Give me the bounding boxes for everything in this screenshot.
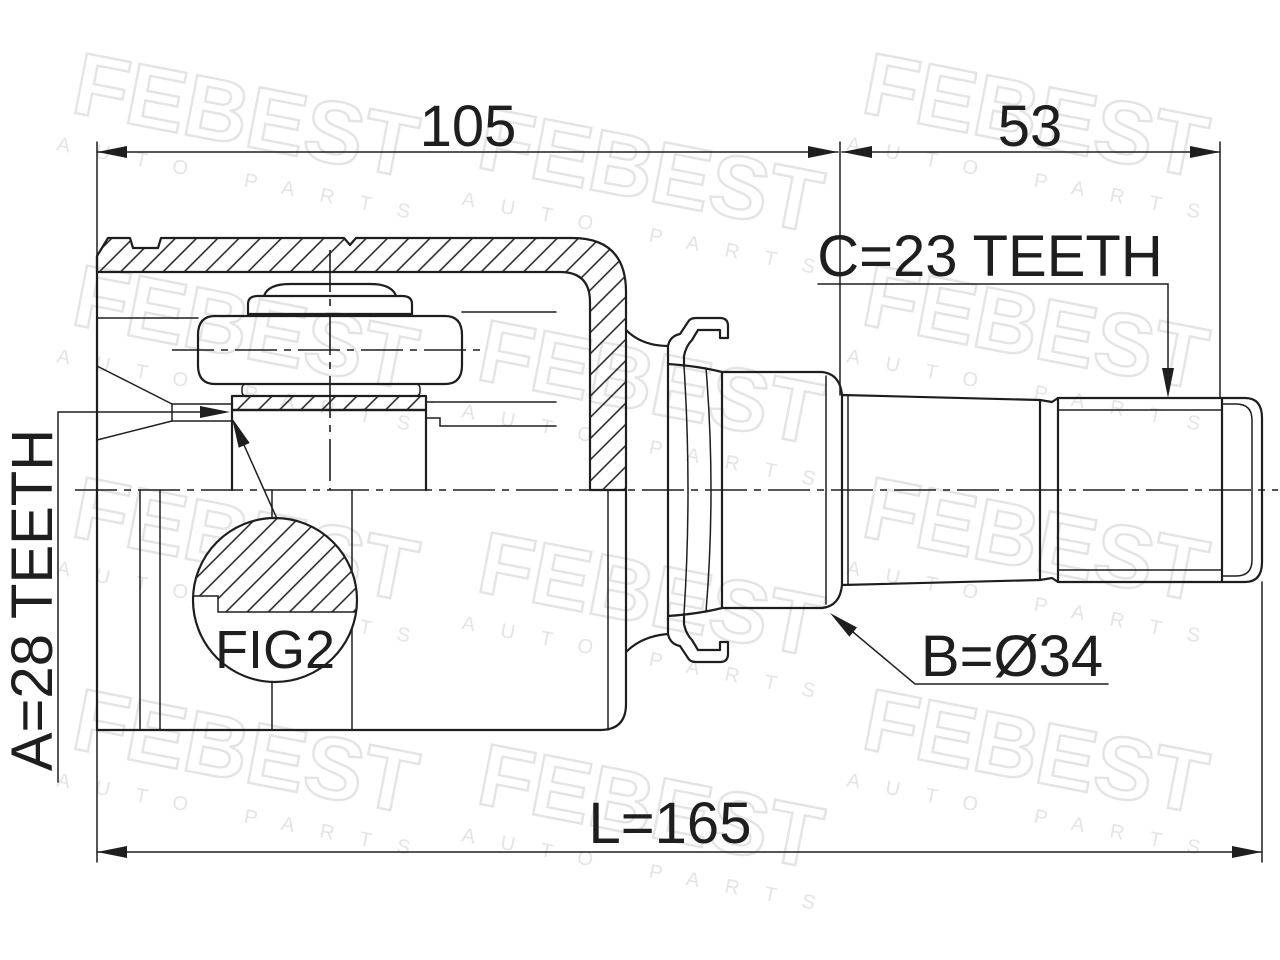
housing-neck-lower xyxy=(624,632,670,654)
seal-diameter-label: B=Ø34 xyxy=(921,624,1103,689)
housing-wall-section xyxy=(95,236,628,492)
arrow-head xyxy=(1162,368,1174,398)
dust-shield-flange-upper xyxy=(666,316,730,368)
needle-bearing-section xyxy=(230,394,428,412)
inner-spline-leader xyxy=(57,411,201,783)
outer-housing xyxy=(95,236,670,732)
arrow-head xyxy=(1190,146,1220,158)
arrow-head xyxy=(97,846,127,858)
arrow-head xyxy=(830,613,857,637)
dust-shield-body xyxy=(666,362,724,618)
arrow-head xyxy=(97,146,127,158)
detail-fig2-leader xyxy=(243,444,279,522)
housing-lower-outline xyxy=(95,488,628,732)
detail-fig2-circle xyxy=(191,516,359,684)
shaft-seal-journal xyxy=(720,370,844,610)
trunnion-body xyxy=(230,408,428,492)
arrow-head xyxy=(808,146,838,158)
arrow-head xyxy=(200,406,230,418)
arrow-head xyxy=(232,418,250,448)
tripod-roller-assembly xyxy=(172,250,482,492)
dust-shield xyxy=(666,316,730,664)
dimension-total-length-label: L=165 xyxy=(589,791,752,856)
arrow-head xyxy=(842,146,872,158)
shaft-end-inner xyxy=(1221,403,1253,577)
roller-cap-dome xyxy=(262,282,398,298)
dimension-shaft-length-label: 53 xyxy=(998,94,1063,159)
detail-fig2-label: FIG2 xyxy=(215,620,335,680)
shaft-spline-outline xyxy=(1038,396,1224,584)
shaft-bore-taper-lower xyxy=(96,420,173,441)
housing-neck-upper xyxy=(624,328,670,348)
shaft-bore-taper-upper xyxy=(96,365,173,405)
inner-spline-teeth-label: A=28 TEETH xyxy=(0,429,65,771)
roller-cap xyxy=(246,294,414,316)
dust-shield-flange-lower xyxy=(666,612,730,664)
arrow-head xyxy=(1232,846,1262,858)
outer-spline-teeth-label: C=23 TEETH xyxy=(817,224,1162,289)
callouts: C=23 TEETH A=28 TEETH B=Ø34 xyxy=(0,224,1174,783)
dimension-housing-length-label: 105 xyxy=(420,94,517,159)
dimension-lines: 105 53 L=165 xyxy=(96,94,1263,863)
detail-fig2: FIG2 xyxy=(191,418,359,684)
outer-spline-leader xyxy=(817,283,1169,369)
detail-fig2-section xyxy=(193,518,357,613)
technical-drawing: 105 53 L=165 C=23 TEETH A=28 TEETH B=Ø34 xyxy=(0,94,1278,863)
shaft-spline-root xyxy=(1057,409,1223,571)
seal-diameter-leader xyxy=(852,631,1109,685)
roller-body xyxy=(196,314,464,386)
